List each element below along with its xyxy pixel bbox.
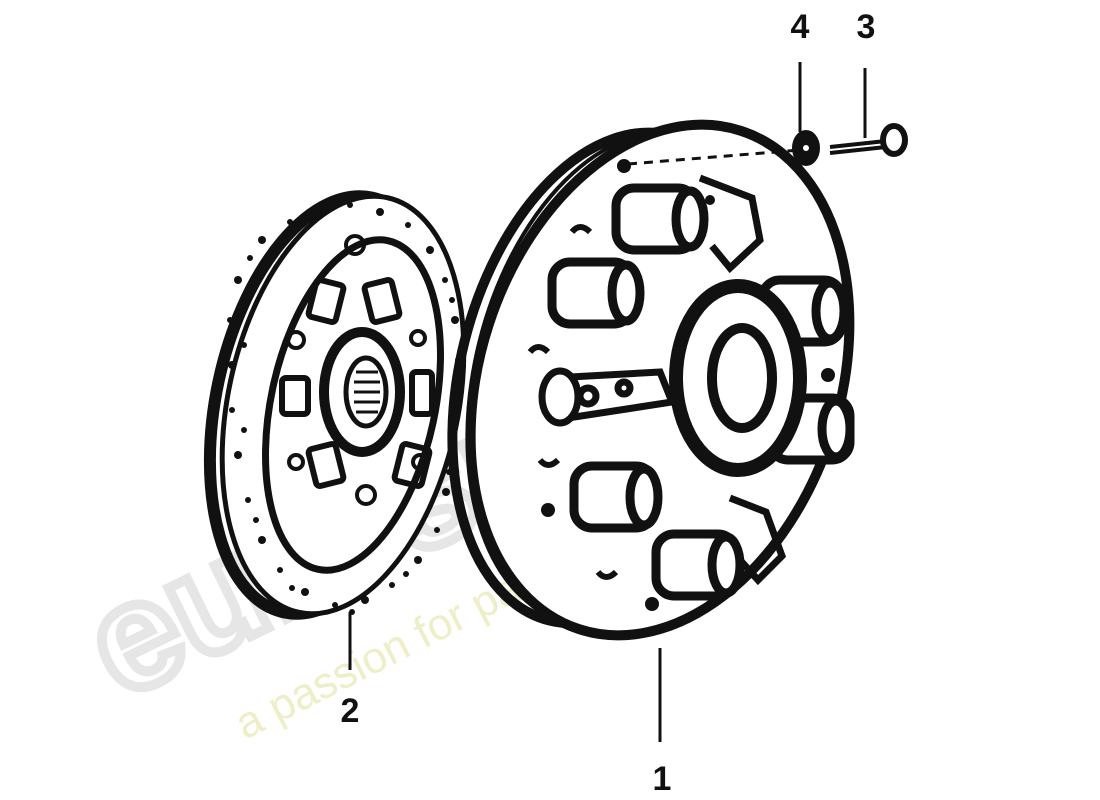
leader-lines — [348, 62, 867, 742]
release-ring — [669, 279, 807, 477]
bolt-and-washer — [627, 123, 908, 166]
pressure-springs — [547, 183, 855, 601]
hub-plate-holes — [286, 234, 429, 506]
assembly-dashed-line — [627, 148, 801, 166]
friction-lining-dots — [227, 202, 461, 615]
damper-spring-windows — [279, 277, 435, 489]
bolt — [829, 139, 887, 155]
pressure-plate — [447, 119, 855, 641]
retaining-clips — [527, 224, 619, 580]
callout-part-3: 3 — [857, 8, 876, 46]
splined-hub — [319, 327, 405, 457]
callout-part-4: 4 — [791, 8, 810, 46]
clutch-disc — [203, 190, 467, 620]
callout-part-1: 1 — [653, 760, 672, 798]
release-levers — [538, 174, 787, 586]
callout-part-2: 2 — [341, 692, 360, 730]
